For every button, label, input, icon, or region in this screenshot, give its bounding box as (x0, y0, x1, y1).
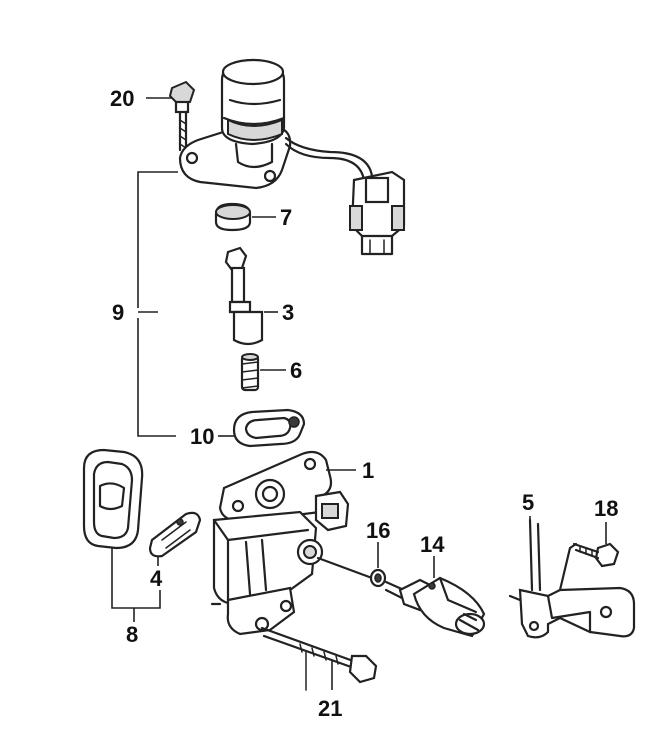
part-7-cap (214, 202, 252, 232)
callout-14: 14 (420, 532, 445, 557)
part-1-valve-body (210, 450, 350, 636)
callout-3: 3 (282, 300, 294, 325)
callout-7: 7 (280, 205, 292, 230)
callout-4: 4 (150, 566, 163, 591)
assembly-axis (316, 556, 374, 580)
callout-1: 1 (362, 458, 374, 483)
part-21-bolt (260, 626, 378, 691)
callout-16: 16 (366, 518, 390, 543)
callout-8: 8 (126, 622, 138, 647)
callout-18: 18 (594, 496, 618, 521)
part-6-spring (240, 353, 260, 392)
part-18-bolt (572, 542, 620, 568)
callout-21: 21 (318, 696, 342, 721)
part-20-bolt (168, 80, 196, 152)
callout-5: 5 (522, 490, 534, 515)
part-16-washer (369, 568, 387, 588)
part-14-sensor (384, 576, 486, 638)
part-4-gasket (148, 511, 202, 558)
actuator-assembly (178, 58, 406, 256)
part-3-plunger (224, 246, 264, 346)
callout-20: 20 (110, 86, 134, 111)
part-8-gasket (82, 448, 144, 550)
bracket-8 (111, 548, 161, 609)
part-10-gasket (232, 408, 306, 448)
bracket-9 (137, 171, 178, 437)
callout-6: 6 (290, 358, 302, 383)
callout-9: 9 (112, 300, 124, 325)
part-5-bracket (508, 518, 636, 639)
callout-10: 10 (190, 424, 214, 449)
